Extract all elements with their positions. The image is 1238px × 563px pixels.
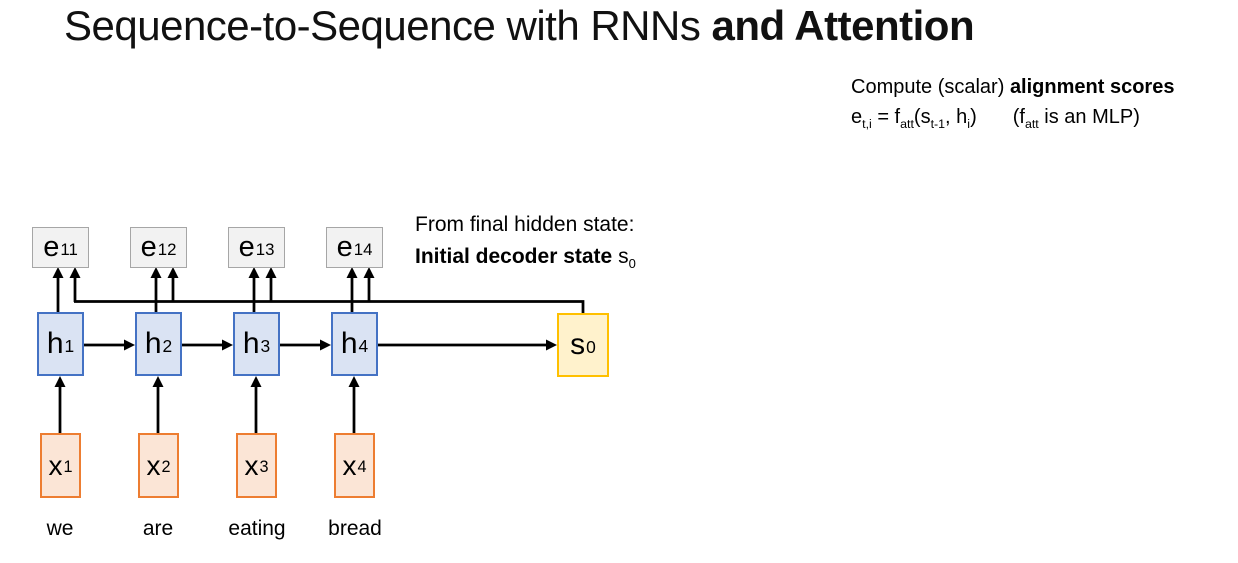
decoder-note-line2-bold: Initial decoder state <box>415 245 619 268</box>
alignment-formula-main: et,i = fatt(st-1, hi) <box>851 106 977 131</box>
attention-branch-arrows <box>69 267 375 302</box>
input-word-1: we <box>46 517 74 540</box>
input-word-3: eating <box>228 517 286 540</box>
title-text-regular: Sequence-to-Sequence with RNNs <box>64 2 712 49</box>
input-to-hidden-arrows <box>54 376 360 433</box>
hidden-chain-arrows <box>84 339 331 351</box>
hidden4-to-decoder-arrow <box>378 339 557 351</box>
alignment-note-lead: Compute (scalar) <box>851 76 1010 98</box>
decoder-note: From final hidden state: Initial decoder… <box>415 209 636 273</box>
input-word-4: bread <box>328 517 382 540</box>
alignment-note-lead-bold: alignment scores <box>1009 76 1175 98</box>
alignment-formula: et,i = fatt(st-1, hi) (fatt is an MLP) <box>851 102 1174 132</box>
attention-trunk-line <box>74 300 585 314</box>
alignment-formula-aside: (fatt is an MLP) <box>1012 106 1140 131</box>
slide-title: Sequence-to-Sequence with RNNs and Atten… <box>64 2 975 50</box>
decoder-state-var: s0 <box>618 245 636 272</box>
hidden-to-score-arrows <box>52 267 358 312</box>
decoder-note-line2: Initial decoder state s0 <box>415 241 636 273</box>
alignment-note: Compute (scalar) alignment scores et,i =… <box>851 72 1174 132</box>
decoder-note-line1: From final hidden state: <box>415 213 635 236</box>
input-word-2: are <box>142 517 174 540</box>
alignment-note-line1: Compute (scalar) alignment scores <box>851 72 1174 102</box>
title-text-bold: and Attention <box>711 2 975 49</box>
